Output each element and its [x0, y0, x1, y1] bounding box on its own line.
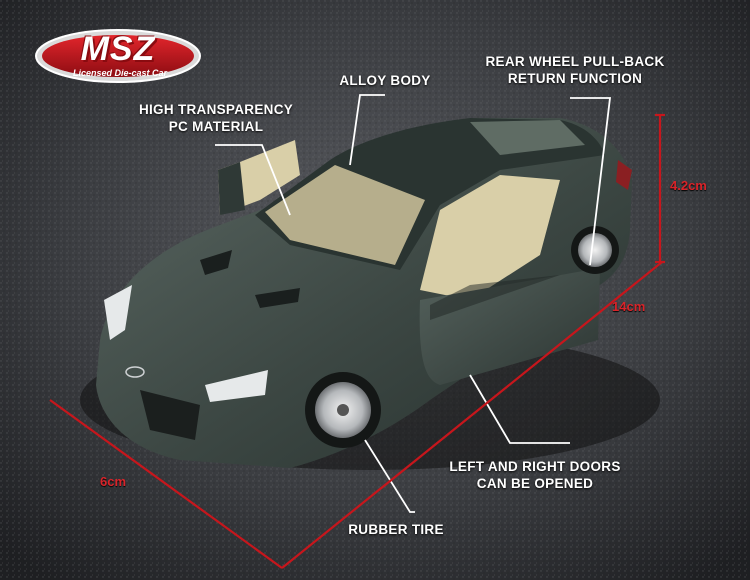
dimension-height-label: 4.2cm — [670, 178, 707, 193]
rear-right-rim — [578, 233, 612, 267]
logo-badge — [35, 29, 201, 83]
headlight-right — [205, 370, 268, 402]
callout-pullback: REAR WHEEL PULL-BACK RETURN FUNCTION — [470, 53, 680, 87]
callout-pc-material-line1: HIGH TRANSPARENCY — [138, 102, 294, 117]
callout-doors: LEFT AND RIGHT DOORS CAN BE OPENED — [426, 458, 644, 492]
front-emblem — [125, 366, 145, 378]
dimension-lines — [49, 113, 665, 569]
front-grille — [140, 390, 200, 440]
brand-logo: MSZ Licensed Die-cast Car — [34, 28, 202, 84]
rubber-tire-leader — [364, 439, 415, 513]
callout-rubber-tire: RUBBER TIRE — [330, 521, 462, 538]
car-interior-seats — [420, 175, 560, 300]
width-dimension-line — [281, 261, 663, 569]
callout-lines — [215, 94, 612, 513]
callout-rubber-tire-text: RUBBER TIRE — [348, 522, 444, 537]
callout-alloy-body: ALLOY BODY — [330, 72, 440, 89]
dimension-length-label: 6cm — [100, 474, 127, 489]
callout-pc-material-line2: PC MATERIAL — [168, 119, 264, 134]
front-right-hub — [337, 404, 349, 416]
pullback-leader — [570, 97, 612, 266]
brand-tagline: Licensed Die-cast Car — [72, 68, 168, 78]
callout-pullback-line2: RETURN FUNCTION — [507, 71, 643, 86]
alloy-body-leader — [349, 94, 385, 166]
car-model — [96, 118, 632, 468]
doors-leader — [469, 374, 570, 444]
callout-pullback-line1: REAR WHEEL PULL-BACK — [485, 54, 665, 69]
car-sunroof — [470, 120, 585, 155]
length-dimension-line — [49, 399, 283, 569]
open-left-door-frame — [218, 162, 245, 215]
pc-material-leader — [215, 144, 291, 216]
brand-name: MSZ — [80, 30, 156, 68]
taillight — [616, 160, 632, 190]
callout-alloy-body-text: ALLOY BODY — [339, 73, 431, 88]
callout-doors-line1: LEFT AND RIGHT DOORS — [449, 459, 621, 474]
dimension-width-label: 14cm — [612, 299, 646, 314]
hood-vent-left — [200, 250, 232, 275]
hood-vent-right — [255, 288, 300, 308]
callout-pc-material: HIGH TRANSPARENCY PC MATERIAL — [118, 101, 314, 135]
car-windshield-interior — [265, 165, 425, 265]
open-right-door-edge — [430, 275, 560, 320]
headlight-left — [104, 285, 132, 340]
callout-doors-line2: CAN BE OPENED — [476, 476, 594, 491]
